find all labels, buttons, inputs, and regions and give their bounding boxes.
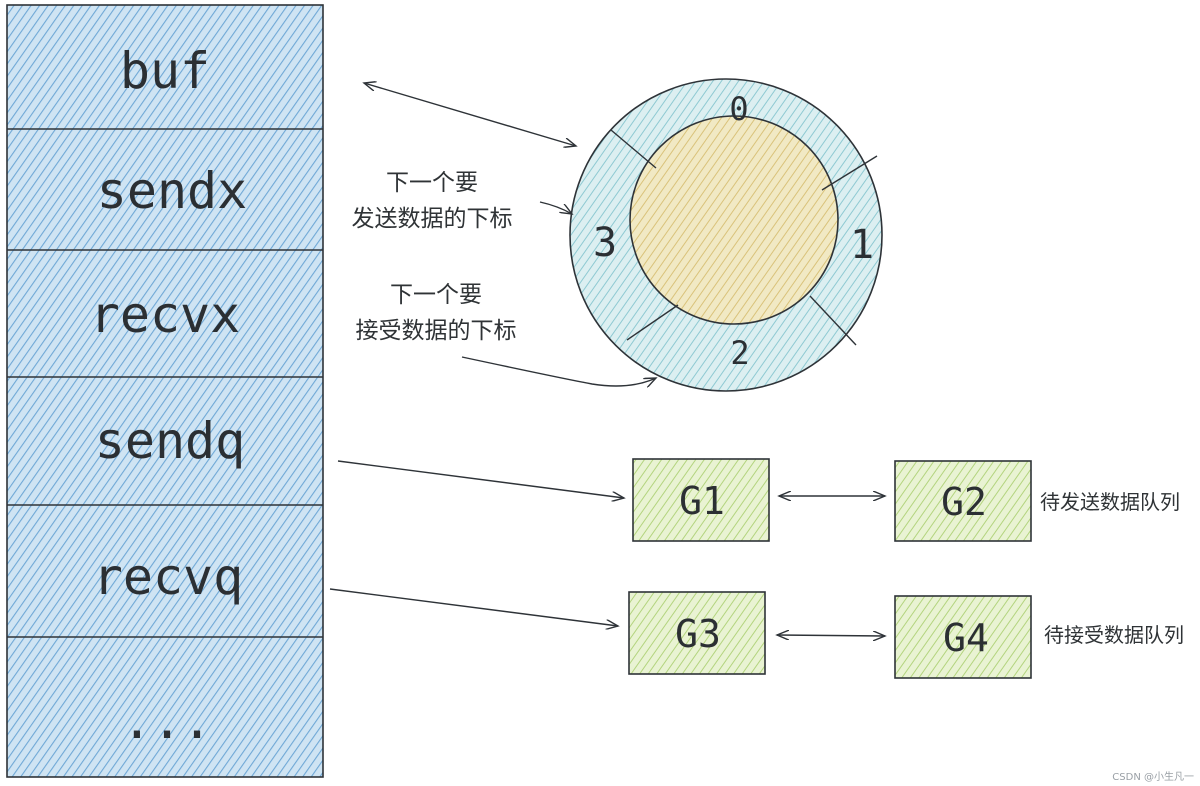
ring-buffer: 0 1 2 3 [569, 78, 883, 392]
ring-slot-2: 2 [730, 334, 749, 372]
ring-slot-0: 0 [729, 90, 748, 128]
recvx-note: 下一个要 接受数据的下标 [356, 282, 517, 344]
ring-slot-3: 3 [593, 220, 617, 266]
buf-ring-arrow [364, 83, 576, 146]
sendx-note: 下一个要 发送数据的下标 [352, 170, 513, 232]
csdn-watermark: CSDN @小生凡一 [1112, 770, 1194, 783]
sendx-note-line1: 下一个要 [386, 170, 478, 196]
recvx-note-line2: 接受数据的下标 [356, 318, 517, 344]
goroutine-label-g3: G3 [675, 612, 721, 656]
field-recvq: recvq [93, 548, 244, 606]
ring-slot-divider [809, 295, 857, 346]
goroutine-node-g2 [894, 460, 1032, 542]
ring-slot-divider [626, 304, 679, 341]
field-buf: buf [120, 42, 210, 100]
recv-queue: G3 G4 待接受数据队列 [628, 591, 1184, 679]
goroutine-node-g4 [894, 595, 1032, 679]
sendx-arrow [539, 201, 572, 214]
ring-slot-1: 1 [850, 222, 874, 268]
goroutine-label-g2: G2 [941, 480, 987, 524]
sendq-arrow [337, 460, 624, 498]
field-recvx: recvx [90, 286, 241, 344]
recvx-note-line1: 下一个要 [390, 282, 482, 308]
field-ellipsis: ... [122, 692, 212, 750]
recv-queue-label: 待接受数据队列 [1044, 623, 1184, 647]
ring-slot-divider [610, 129, 657, 169]
goroutine-label-g4: G4 [943, 616, 989, 660]
struct-body [6, 4, 324, 778]
g3-g4-link [777, 635, 885, 636]
goroutine-node-g1 [632, 458, 770, 542]
send-queue-label: 待发送数据队列 [1040, 490, 1180, 514]
ring-slot-divider [821, 155, 878, 191]
recvx-arrow [461, 356, 656, 386]
goroutine-label-g1: G1 [679, 479, 725, 523]
sendx-note-line2: 发送数据的下标 [352, 206, 513, 232]
goroutine-node-g3 [628, 591, 766, 675]
channel-struct: buf sendx recvx sendq recvq ... [6, 4, 324, 778]
send-queue: G1 G2 待发送数据队列 [632, 458, 1180, 542]
field-sendq: sendq [95, 412, 246, 470]
recvq-arrow [329, 588, 618, 626]
field-sendx: sendx [97, 162, 248, 220]
ring-inner [629, 115, 839, 325]
